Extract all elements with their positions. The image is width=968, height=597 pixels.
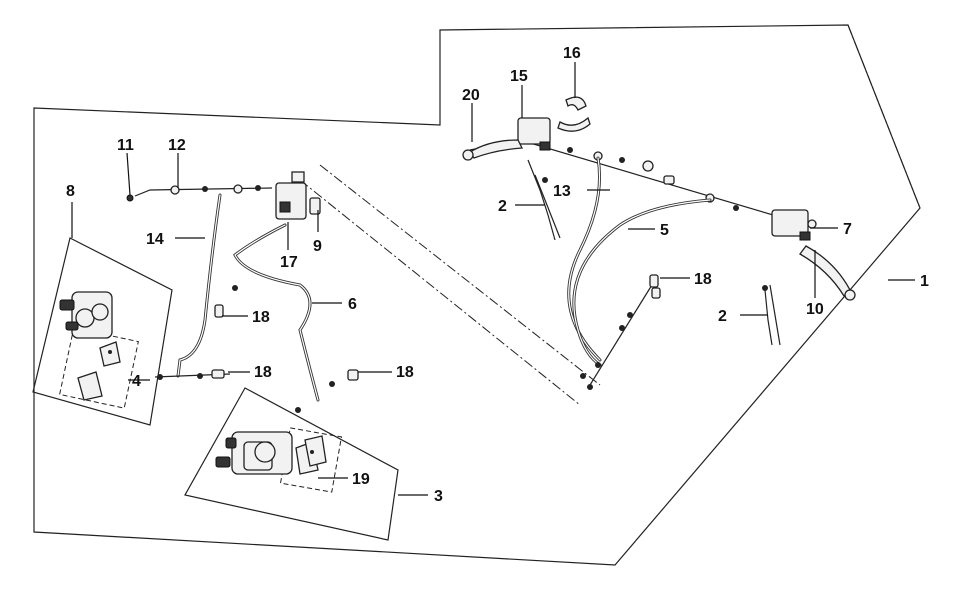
caliper-panel-8 bbox=[32, 237, 173, 426]
callout-3: 3 bbox=[434, 488, 443, 505]
callout-5: 5 bbox=[660, 222, 669, 239]
callout-2-right: 2 bbox=[718, 308, 727, 325]
switch-wire-2a bbox=[527, 159, 556, 241]
handlebar-line bbox=[469, 139, 791, 221]
callout-18-b: 18 bbox=[254, 364, 272, 381]
brake-lever-20 bbox=[462, 139, 524, 161]
master-cylinder-15 bbox=[517, 117, 551, 151]
callout-14: 14 bbox=[146, 231, 164, 248]
callout-18-c: 18 bbox=[694, 271, 712, 288]
brake-lever-10 bbox=[799, 245, 856, 301]
master-cylinder-7 bbox=[771, 209, 817, 241]
callout-4: 4 bbox=[132, 373, 141, 390]
callout-19: 19 bbox=[352, 471, 370, 488]
callout-10: 10 bbox=[806, 301, 824, 318]
guide-line-left bbox=[299, 179, 581, 406]
callout-7: 7 bbox=[843, 221, 852, 238]
callout-15: 15 bbox=[510, 68, 528, 85]
callout-16: 16 bbox=[563, 45, 581, 62]
fittings-line-12 bbox=[126, 184, 261, 202]
callout-11: 11 bbox=[117, 137, 134, 154]
callout-2-left: 2 bbox=[498, 198, 507, 215]
callout-12: 12 bbox=[168, 137, 186, 154]
callout-1: 1 bbox=[920, 273, 929, 290]
callout-13: 13 bbox=[553, 183, 571, 200]
callout-17: 17 bbox=[280, 254, 298, 271]
fitting-stack-18 bbox=[589, 279, 656, 386]
callout-9: 9 bbox=[313, 238, 322, 255]
callout-8: 8 bbox=[66, 183, 75, 200]
guide-line-right bbox=[319, 164, 601, 386]
callout-6: 6 bbox=[348, 296, 357, 313]
hose-13 bbox=[567, 156, 602, 362]
front-caliper bbox=[215, 431, 293, 475]
guide-line-right-edge bbox=[847, 24, 921, 209]
rear-caliper bbox=[59, 291, 113, 339]
front-brake-pads bbox=[295, 435, 327, 475]
caliper-panel-3 bbox=[184, 387, 399, 541]
brake-unit-17 bbox=[275, 171, 321, 220]
hose-14 bbox=[176, 193, 222, 378]
rear-brake-pads bbox=[77, 341, 121, 401]
switch-wire-2b bbox=[769, 284, 781, 346]
callout-18-d: 18 bbox=[396, 364, 414, 381]
hose-5 bbox=[572, 198, 712, 367]
hose-6 bbox=[233, 223, 320, 402]
callout-20: 20 bbox=[462, 87, 480, 104]
clamp-16 bbox=[557, 96, 591, 132]
assembly-outline-frame bbox=[33, 24, 921, 566]
callout-18-a: 18 bbox=[252, 309, 270, 326]
brake-line-12 bbox=[134, 187, 273, 197]
